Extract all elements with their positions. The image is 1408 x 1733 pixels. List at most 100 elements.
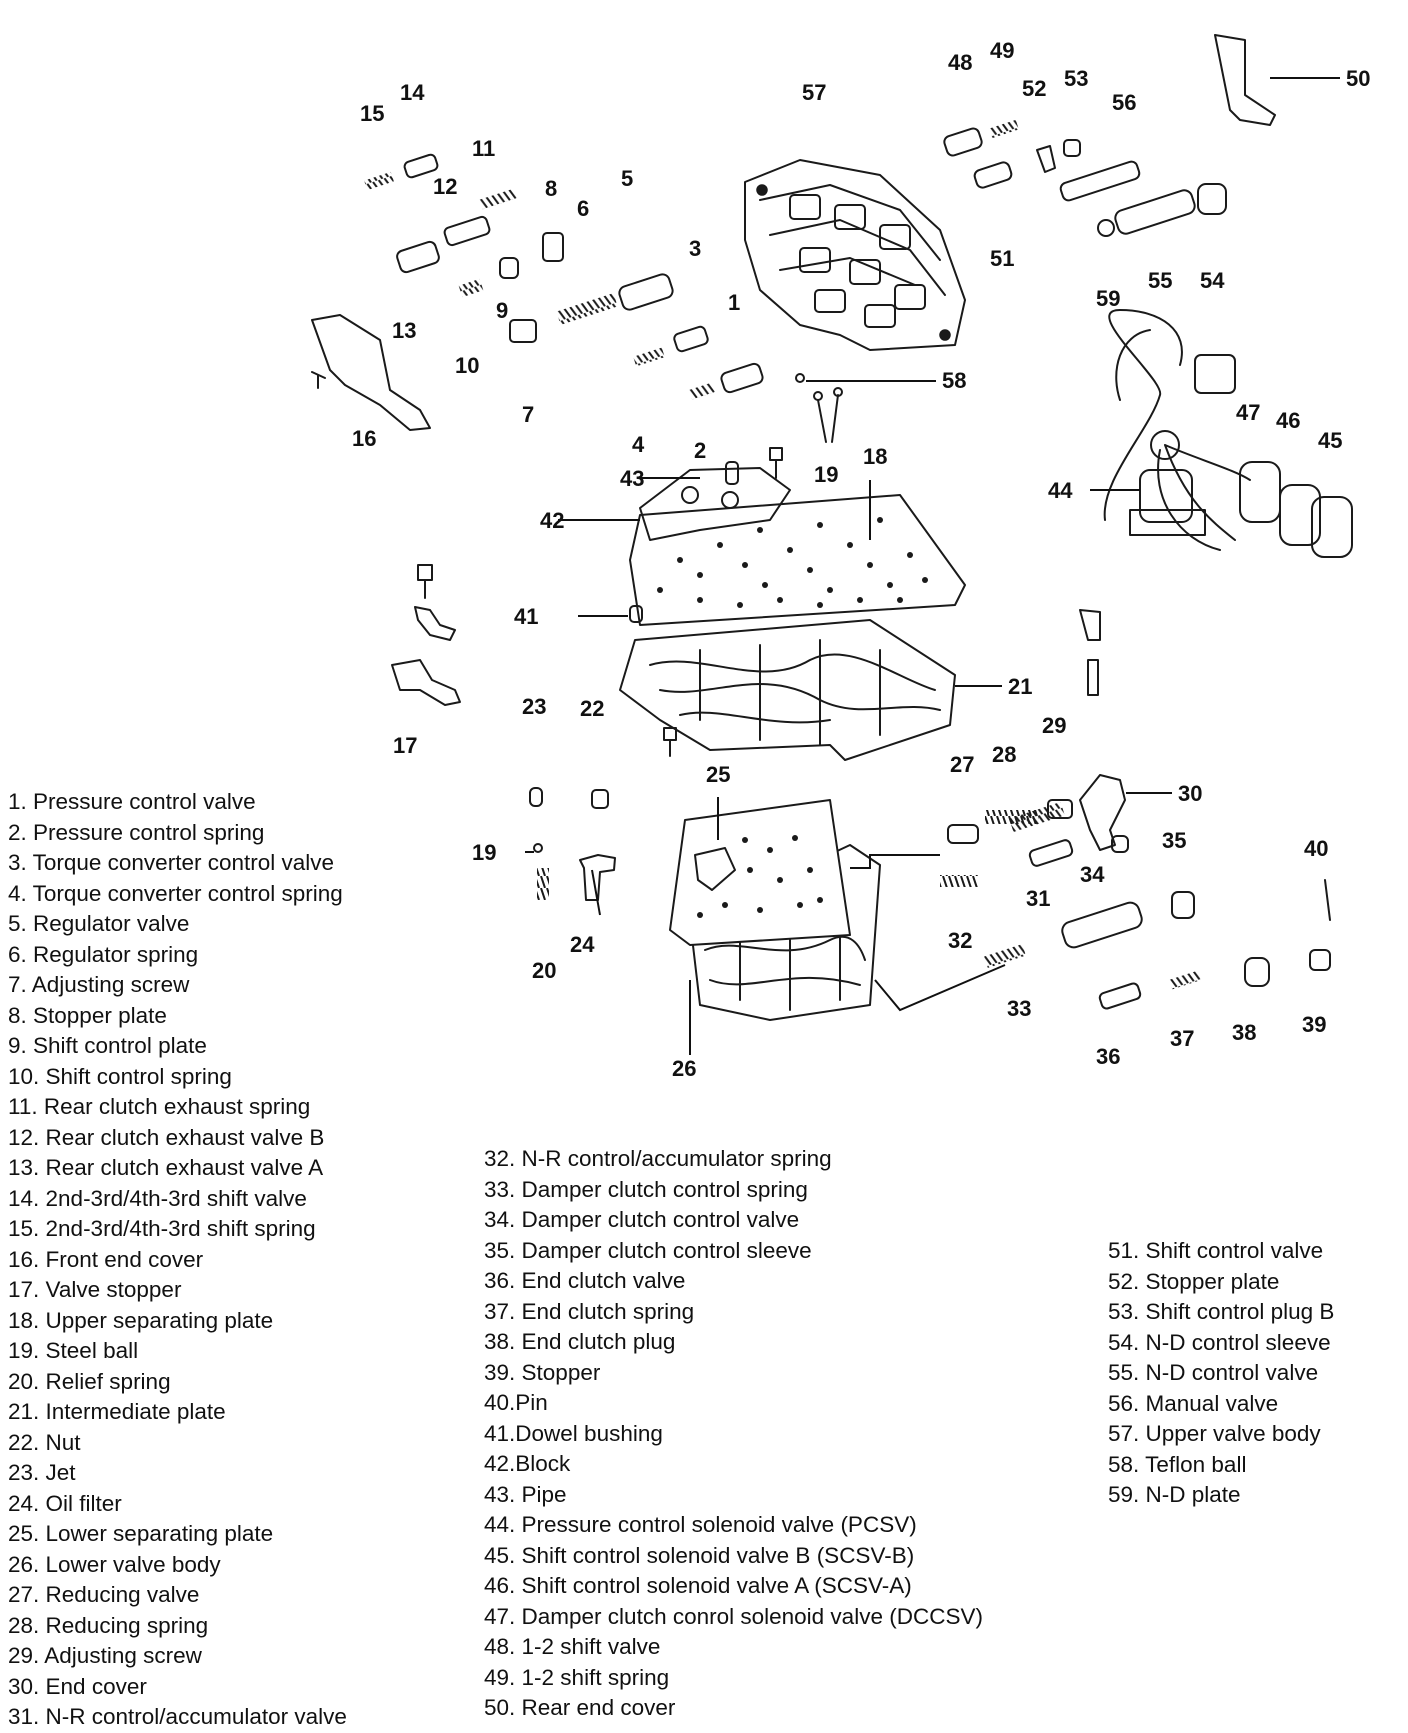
callout-43: 43 (620, 466, 644, 491)
legend-item: 32. N-R control/accumulator spring (484, 1146, 832, 1171)
callout-20: 20 (532, 958, 556, 983)
legend-item: 27. Reducing valve (8, 1582, 200, 1607)
steel-ball (817, 394, 839, 443)
legend-item: 9. Shift control plate (8, 1033, 207, 1058)
intermediate-plate (619, 619, 956, 761)
callout-16: 16 (352, 426, 376, 451)
upper-separating-plate (629, 494, 966, 626)
callout-58: 58 (942, 368, 966, 393)
callout-10: 10 (455, 353, 479, 378)
callout-23: 23 (522, 694, 546, 719)
callout-36: 36 (1096, 1044, 1120, 1069)
legend-right: 51. Shift control valve 52. Stopper plat… (1108, 1236, 1334, 1511)
nut (591, 789, 609, 809)
screw (663, 727, 677, 757)
legend-item: 15. 2nd-3rd/4th-3rd shift spring (8, 1216, 316, 1241)
spring (479, 188, 517, 210)
legend-item: 34. Damper clutch control valve (484, 1207, 800, 1232)
legend-item: 1. Pressure control valve (8, 789, 256, 814)
callout-26: 26 (672, 1056, 696, 1081)
manual-valve (1059, 160, 1141, 202)
valve-spool (396, 240, 440, 274)
callout-24: 24 (570, 932, 595, 957)
stopper-plate (542, 232, 564, 262)
legend-item: 43. Pipe (484, 1481, 567, 1507)
reducing-spring (985, 810, 1039, 824)
pin (1324, 879, 1331, 921)
valve-stopper (391, 564, 461, 706)
callout-labels: 14 15 11 12 8 5 6 3 9 13 10 1 7 16 4 2 4… (352, 38, 1370, 1081)
legend-item: 41.Dowel bushing (484, 1420, 663, 1446)
legend-item: 30. End cover (8, 1673, 147, 1699)
pipe (725, 461, 739, 485)
callout-34: 34 (1080, 862, 1105, 887)
legend-item: 4. Torque converter control spring (8, 880, 343, 906)
callout-18: 18 (863, 444, 887, 469)
legend-item: 29. Adjusting screw (8, 1643, 202, 1668)
steel-ball (833, 387, 843, 397)
legend-item: 51. Shift control valve (1108, 1238, 1324, 1263)
legend-item: 54. N-D control sleeve (1108, 1329, 1331, 1355)
valve-spool (403, 153, 439, 179)
nd-plate (1097, 219, 1115, 237)
legend-item: 11. Rear clutch exhaust spring (8, 1094, 311, 1119)
spring (689, 382, 715, 400)
callout-46: 46 (1276, 408, 1300, 433)
valve-spool (973, 161, 1013, 189)
legend-item: 10. Shift control spring (8, 1063, 232, 1089)
legend-item: 52. Stopper plate (1108, 1268, 1280, 1294)
legend-item: 16. Front end cover (8, 1246, 204, 1272)
jet (529, 787, 543, 807)
callout-38: 38 (1232, 1020, 1256, 1045)
adjusting-screw (1047, 799, 1073, 819)
right-bracket (1079, 609, 1101, 696)
callout-56: 56 (1112, 90, 1136, 115)
spring (556, 293, 618, 325)
legend-item: 6. Regulator spring (8, 941, 199, 967)
callout-13: 13 (392, 318, 416, 343)
spring (1169, 970, 1201, 990)
legend-item: 7. Adjusting screw (8, 972, 190, 997)
damper-clutch-valve (1061, 901, 1143, 949)
legend-item: 24. Oil filter (8, 1490, 122, 1516)
callout-8: 8 (545, 176, 557, 201)
legend-item: 17. Valve stopper (8, 1277, 182, 1302)
legend-item: 50. Rear end cover (484, 1695, 676, 1720)
spring (984, 944, 1026, 968)
legend-item: 47. Damper clutch conrol solenoid valve … (484, 1603, 983, 1629)
callout-48: 48 (948, 50, 972, 75)
callout-11: 11 (472, 136, 495, 161)
legend-item: 37. End clutch spring (484, 1298, 695, 1324)
small-plug (1111, 835, 1129, 853)
reducing-valve (947, 824, 979, 844)
callout-29: 29 (1042, 713, 1066, 738)
legend-item: 35. Damper clutch control sleeve (484, 1237, 812, 1263)
callout-59: 59 (1096, 286, 1120, 311)
callout-40: 40 (1304, 836, 1328, 861)
callout-35: 35 (1162, 828, 1186, 853)
callout-3: 3 (689, 236, 701, 261)
callout-19-lower: 19 (472, 840, 496, 865)
legend-item: 38. End clutch plug (484, 1329, 676, 1354)
shift-control-plate (499, 257, 519, 279)
scsv-b-solenoid (1311, 496, 1353, 558)
callout-14: 14 (400, 80, 425, 105)
legend-item: 53. Shift control plug B (1108, 1299, 1335, 1324)
callout-19-upper: 19 (814, 462, 838, 487)
legend-item: 26. Lower valve body (8, 1551, 221, 1577)
front-end-cover (311, 314, 431, 431)
callout-27: 27 (950, 752, 974, 777)
legend-item: 8. Stopper plate (8, 1002, 167, 1028)
solenoid-harness (1103, 309, 1251, 551)
spring (458, 278, 484, 298)
callout-15: 15 (360, 101, 384, 126)
callout-25: 25 (706, 762, 730, 787)
callout-52: 52 (1022, 76, 1046, 101)
leader-lines (525, 77, 1340, 1055)
lower-separating-plate (669, 799, 851, 946)
end-clutch-plug (1244, 957, 1270, 987)
legend-left: 1. Pressure control valve 2. Pressure co… (8, 787, 347, 1733)
callout-5: 5 (621, 166, 633, 191)
legend-item: 58. Teflon ball (1108, 1451, 1247, 1477)
